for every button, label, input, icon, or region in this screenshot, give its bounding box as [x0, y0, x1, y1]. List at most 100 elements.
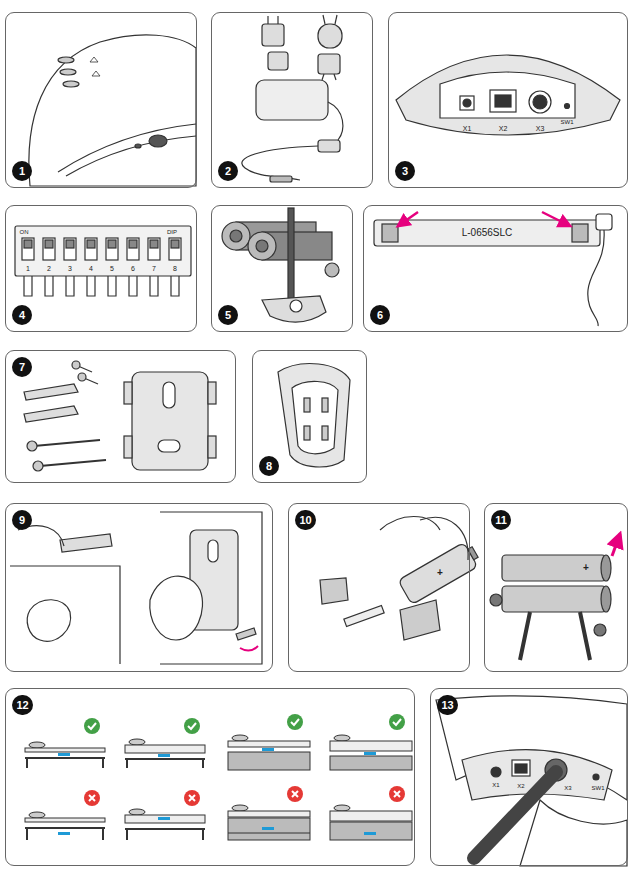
device-drawing: [66, 136, 196, 176]
mounting-drawing: [10, 512, 262, 664]
power-adapter-drawing: [270, 176, 292, 182]
placement-examples: [364, 752, 376, 755]
device-back-drawing: [533, 95, 547, 109]
dip-switch-drawing: [24, 240, 32, 248]
device-back-drawing: [565, 104, 570, 109]
power-adapter-drawing: [267, 16, 268, 24]
dip-switch-drawing: [106, 238, 118, 260]
dip-switch-drawing: [15, 226, 191, 296]
dip-switch-drawing: [64, 238, 76, 260]
mounting-kit-drawing: [40, 460, 106, 466]
dip-switch-drawing: [45, 240, 53, 248]
wrong-marks: [189, 795, 195, 801]
battery-insert-drawing: [400, 600, 440, 640]
device-back-drawing: [495, 95, 511, 107]
power-adapter-drawing: [277, 16, 278, 24]
dip-switch-drawing: [129, 276, 137, 296]
battery-remove-drawing: [520, 612, 590, 660]
power-adapter-drawing: [328, 102, 343, 140]
placement-examples: [228, 741, 310, 747]
placement-examples: [25, 735, 412, 840]
device-back-drawing: [460, 96, 474, 110]
dip-switch-drawing: [22, 238, 181, 260]
switch-number: 2: [47, 265, 51, 272]
placement-examples: [125, 758, 205, 760]
port-label: X2: [517, 783, 524, 789]
placement-examples: [232, 735, 248, 741]
battery-insert-drawing: [380, 517, 440, 531]
wrong-marks: [89, 795, 95, 801]
placement-examples: [58, 832, 70, 835]
dip-switch-drawing: [24, 240, 179, 248]
placement-examples: [364, 832, 376, 835]
placement-examples: [334, 735, 350, 741]
sensor-strip-drawing: [572, 224, 588, 242]
power-adapter-drawing: [242, 15, 343, 182]
sensor-strip-drawing: [542, 212, 570, 226]
dip-switch-drawing: [66, 240, 74, 248]
power-adapter-drawing: [318, 140, 340, 152]
placement-examples: [330, 741, 412, 751]
battery-screwdriver-drawing: [288, 208, 294, 300]
power-adapter-drawing: [318, 54, 340, 74]
sensor-strip-drawing: [374, 212, 612, 326]
device-drawing: [135, 144, 141, 148]
wrong-marks: [184, 790, 200, 806]
battery-remove-drawing: [612, 534, 620, 556]
battery-screwdriver-drawing: [325, 263, 339, 277]
placement-examples: [232, 805, 248, 811]
placement-examples: [125, 815, 205, 823]
dip-switch-drawing: [43, 238, 55, 260]
dip-switch-drawing: [108, 240, 116, 248]
mounting-kit-drawing: [24, 361, 216, 471]
placement-examples: [334, 805, 350, 811]
switch-number: 4: [89, 265, 93, 272]
battery-screwdriver-drawing: [290, 300, 302, 312]
mounting-drawing: [27, 600, 70, 642]
dip-switch-drawing: [15, 226, 191, 276]
battery-remove-drawing: [601, 555, 611, 581]
clip-drawing: [292, 381, 338, 453]
placement-examples: [262, 827, 274, 830]
placement-examples: [202, 829, 204, 840]
plug-in-drawing: [491, 767, 501, 777]
device-drawing: [58, 57, 74, 63]
placement-examples: [26, 828, 28, 840]
device-back-drawing: [396, 55, 620, 135]
placement-examples: [330, 822, 412, 840]
mounting-kit-drawing: [208, 382, 216, 404]
placement-examples: [29, 812, 45, 818]
dip-switch-drawing: [24, 276, 32, 296]
power-adapter-drawing: [322, 74, 324, 80]
battery-insert-drawing: [420, 517, 468, 560]
device-drawing: [29, 35, 196, 186]
mounting-kit-drawing: [132, 372, 208, 470]
placement-examples: [126, 829, 128, 840]
dip-switch-drawing: [85, 238, 97, 260]
mounting-kit-drawing: [33, 461, 43, 471]
callout-number: 4: [12, 305, 32, 325]
step-panel: 1: [5, 12, 197, 188]
battery-remove-drawing: [594, 624, 606, 636]
plug-in-drawing: [520, 800, 627, 866]
step-panel: 8: [252, 350, 367, 483]
dip-switch-drawing: [127, 238, 139, 260]
placement-examples: [102, 828, 104, 840]
mounting-kit-drawing: [27, 441, 37, 451]
dip-switch-drawing: [45, 276, 53, 296]
device-back-drawing: [396, 55, 620, 135]
dip-switch-drawing: [129, 240, 137, 248]
battery-screwdriver-drawing: [262, 296, 326, 322]
sensor-strip-drawing: [596, 214, 612, 230]
battery-screwdriver-drawing: [256, 240, 268, 252]
callout-number: 11: [491, 510, 511, 530]
placement-examples: [330, 811, 412, 821]
wrong-marks: [389, 786, 405, 802]
placement-examples: [102, 758, 104, 768]
battery-insert-drawing: [320, 578, 348, 604]
step-panel: 10: [288, 503, 470, 672]
switch-number: 7: [152, 265, 156, 272]
device-back-drawing: [440, 72, 575, 118]
battery-insert-drawing: [344, 605, 384, 626]
dip-switch-drawing: [171, 276, 179, 296]
